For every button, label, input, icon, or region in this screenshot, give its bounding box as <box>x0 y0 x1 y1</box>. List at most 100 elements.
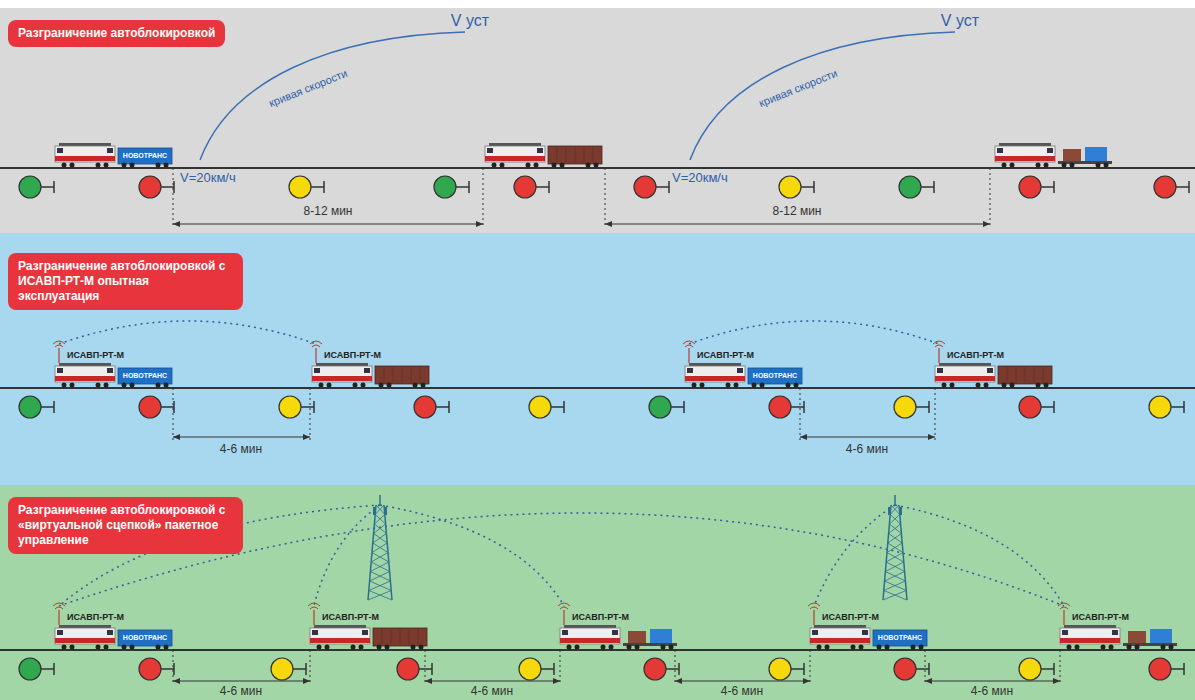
wheel <box>70 383 75 388</box>
signal-stem <box>666 668 679 670</box>
wagon-rib <box>557 147 558 163</box>
signal-stem <box>928 663 930 675</box>
wheel <box>760 383 765 388</box>
wagon-rib <box>566 147 567 163</box>
device-label: ИСАВП-РТ-М <box>822 612 879 622</box>
signal-light <box>19 658 41 680</box>
wheel <box>575 645 580 650</box>
dimension-line <box>173 224 483 225</box>
locomotive <box>55 366 115 382</box>
signal-light <box>1019 176 1041 198</box>
loco-roof <box>939 363 991 366</box>
wheel <box>669 645 674 650</box>
wheel <box>1127 645 1132 650</box>
signal-light <box>139 176 161 198</box>
signal-light <box>519 658 541 680</box>
signal-stem <box>803 663 805 675</box>
interval-label: 8-12 мин <box>304 204 353 218</box>
signal-stem <box>173 401 175 413</box>
dimension-extension <box>173 388 174 441</box>
wagon-logo: НОВОТРАНС <box>878 634 922 641</box>
flat-wagon <box>1123 643 1177 646</box>
tower-antenna <box>384 507 387 515</box>
loco-window <box>57 630 63 635</box>
locomotive <box>55 628 115 644</box>
container <box>1063 149 1081 161</box>
wheel <box>627 645 632 650</box>
interval-label: 4-6 мин <box>846 442 888 456</box>
loco-stripe <box>485 156 545 161</box>
wheel <box>552 163 557 168</box>
wheel <box>950 383 955 388</box>
antenna <box>688 348 689 363</box>
wheel <box>1161 645 1166 650</box>
signal-stem <box>536 186 549 188</box>
container <box>1085 147 1107 161</box>
signal-light <box>139 658 161 680</box>
rail-track <box>0 387 1195 389</box>
wagon-logo: НОВОТРАНС <box>753 372 797 379</box>
locomotive <box>685 366 745 382</box>
wheel <box>560 163 565 168</box>
box-wagon <box>548 146 602 164</box>
wheel <box>700 383 705 388</box>
loco-window <box>612 630 618 635</box>
dimension-extension <box>935 388 936 441</box>
loco-window <box>937 368 943 373</box>
signal-stem <box>53 663 55 675</box>
wagon-rib <box>1007 367 1008 383</box>
signal-stem <box>916 668 929 670</box>
wheel <box>594 163 599 168</box>
dimension-extension <box>1060 650 1061 685</box>
title-badge: Разграничение автоблокировкой <box>8 20 225 47</box>
signal-stem <box>53 181 55 193</box>
signal-stem <box>803 401 805 413</box>
device-label: ИСАВП-РТ-М <box>67 612 124 622</box>
wheel <box>976 383 981 388</box>
antenna-waves <box>683 341 695 347</box>
badge-text: Разграничение автоблокировкой с ИСАВП-РТ… <box>18 259 233 304</box>
dimension-extension <box>925 650 926 685</box>
signal-light <box>1019 658 1041 680</box>
loco-stripe <box>310 638 370 643</box>
loco-window <box>537 148 543 153</box>
wheel <box>586 163 591 168</box>
wheel <box>379 383 384 388</box>
dimension-extension <box>173 650 174 685</box>
loco-roof <box>814 625 866 628</box>
device-label: ИСАВП-РТ-М <box>322 612 379 622</box>
loco-window <box>687 368 693 373</box>
dimension-arrow <box>173 678 310 684</box>
locomotive <box>935 366 995 382</box>
tower-mast <box>894 495 896 505</box>
box-wagon <box>373 628 427 646</box>
box-wagon <box>375 366 429 384</box>
dimension-arrow <box>675 678 810 684</box>
signal-stem <box>173 181 175 193</box>
signal-stem <box>431 663 433 675</box>
wheel <box>1109 645 1114 650</box>
wheel <box>62 645 67 650</box>
wheel <box>122 645 127 650</box>
signal-stem <box>1053 181 1055 193</box>
device-label: ИСАВП-РТ-М <box>572 612 629 622</box>
signal-light <box>769 658 791 680</box>
rail-track <box>0 167 1195 169</box>
loco-roof <box>314 625 366 628</box>
loco-stripe <box>810 638 870 643</box>
signal-stem <box>301 406 314 408</box>
wagon-rib <box>593 147 594 163</box>
loco-window <box>107 148 113 153</box>
wheel <box>70 163 75 168</box>
dimension-extension <box>310 388 311 441</box>
wagon-rib <box>584 147 585 163</box>
wheel <box>794 383 799 388</box>
wagon-rib <box>575 147 576 163</box>
wheel <box>62 163 67 168</box>
dimension-extension <box>425 650 426 685</box>
wheel <box>411 645 416 650</box>
loco-window <box>314 368 320 373</box>
signal-stem <box>553 663 555 675</box>
loco-window <box>812 630 818 635</box>
wagon-rib <box>418 629 419 645</box>
